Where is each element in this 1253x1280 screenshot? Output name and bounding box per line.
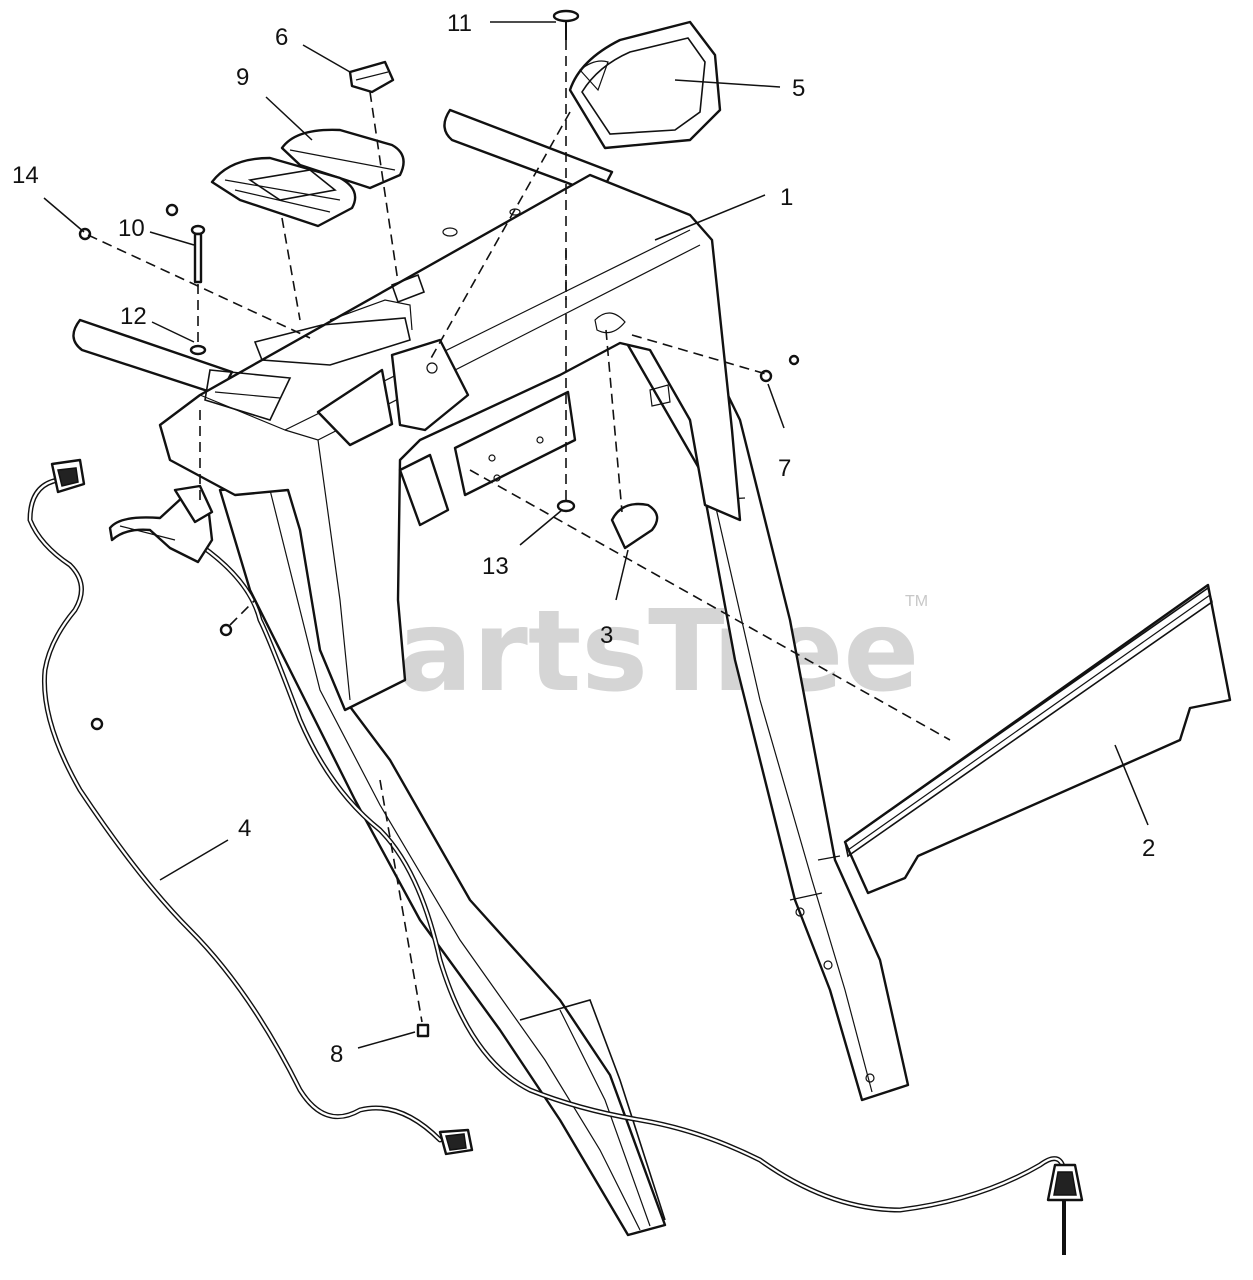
callout-13: 13 bbox=[482, 553, 509, 580]
part-3-plate bbox=[610, 502, 659, 550]
callout-2: 2 bbox=[1142, 835, 1155, 862]
callout-5: 5 bbox=[792, 75, 805, 102]
part-6-clip bbox=[348, 60, 395, 94]
part-9-console-cover bbox=[280, 128, 405, 190]
callout-9: 9 bbox=[236, 64, 249, 91]
part-4-lever-cable bbox=[27, 458, 1084, 1255]
callout-11: 11 bbox=[447, 10, 472, 37]
part-1-console-frame bbox=[72, 108, 742, 712]
console-bezel bbox=[210, 156, 357, 228]
callout-12: 12 bbox=[120, 303, 147, 330]
callout-10: 10 bbox=[118, 215, 145, 242]
callout-1: 1 bbox=[780, 184, 793, 211]
callout-6: 6 bbox=[275, 24, 288, 51]
assembly-lines bbox=[87, 24, 951, 1023]
callout-labels: 11 6 9 5 1 14 10 12 7 13 3 4 2 8 bbox=[12, 10, 1155, 1068]
right-handle-leg bbox=[623, 336, 910, 1102]
callout-7: 7 bbox=[778, 455, 791, 482]
leader-lines bbox=[43, 21, 1149, 1049]
callout-14: 14 bbox=[12, 162, 39, 189]
watermark: PartsTree TM bbox=[318, 587, 928, 717]
callout-8: 8 bbox=[330, 1041, 343, 1068]
part-2-panel bbox=[843, 583, 1232, 895]
part-5-cover bbox=[568, 20, 722, 150]
callout-4: 4 bbox=[238, 815, 251, 842]
watermark-trademark: TM bbox=[905, 593, 928, 610]
watermark-text: PartsTree bbox=[318, 587, 919, 717]
callout-3: 3 bbox=[600, 622, 613, 649]
fasteners bbox=[78, 9, 800, 1038]
